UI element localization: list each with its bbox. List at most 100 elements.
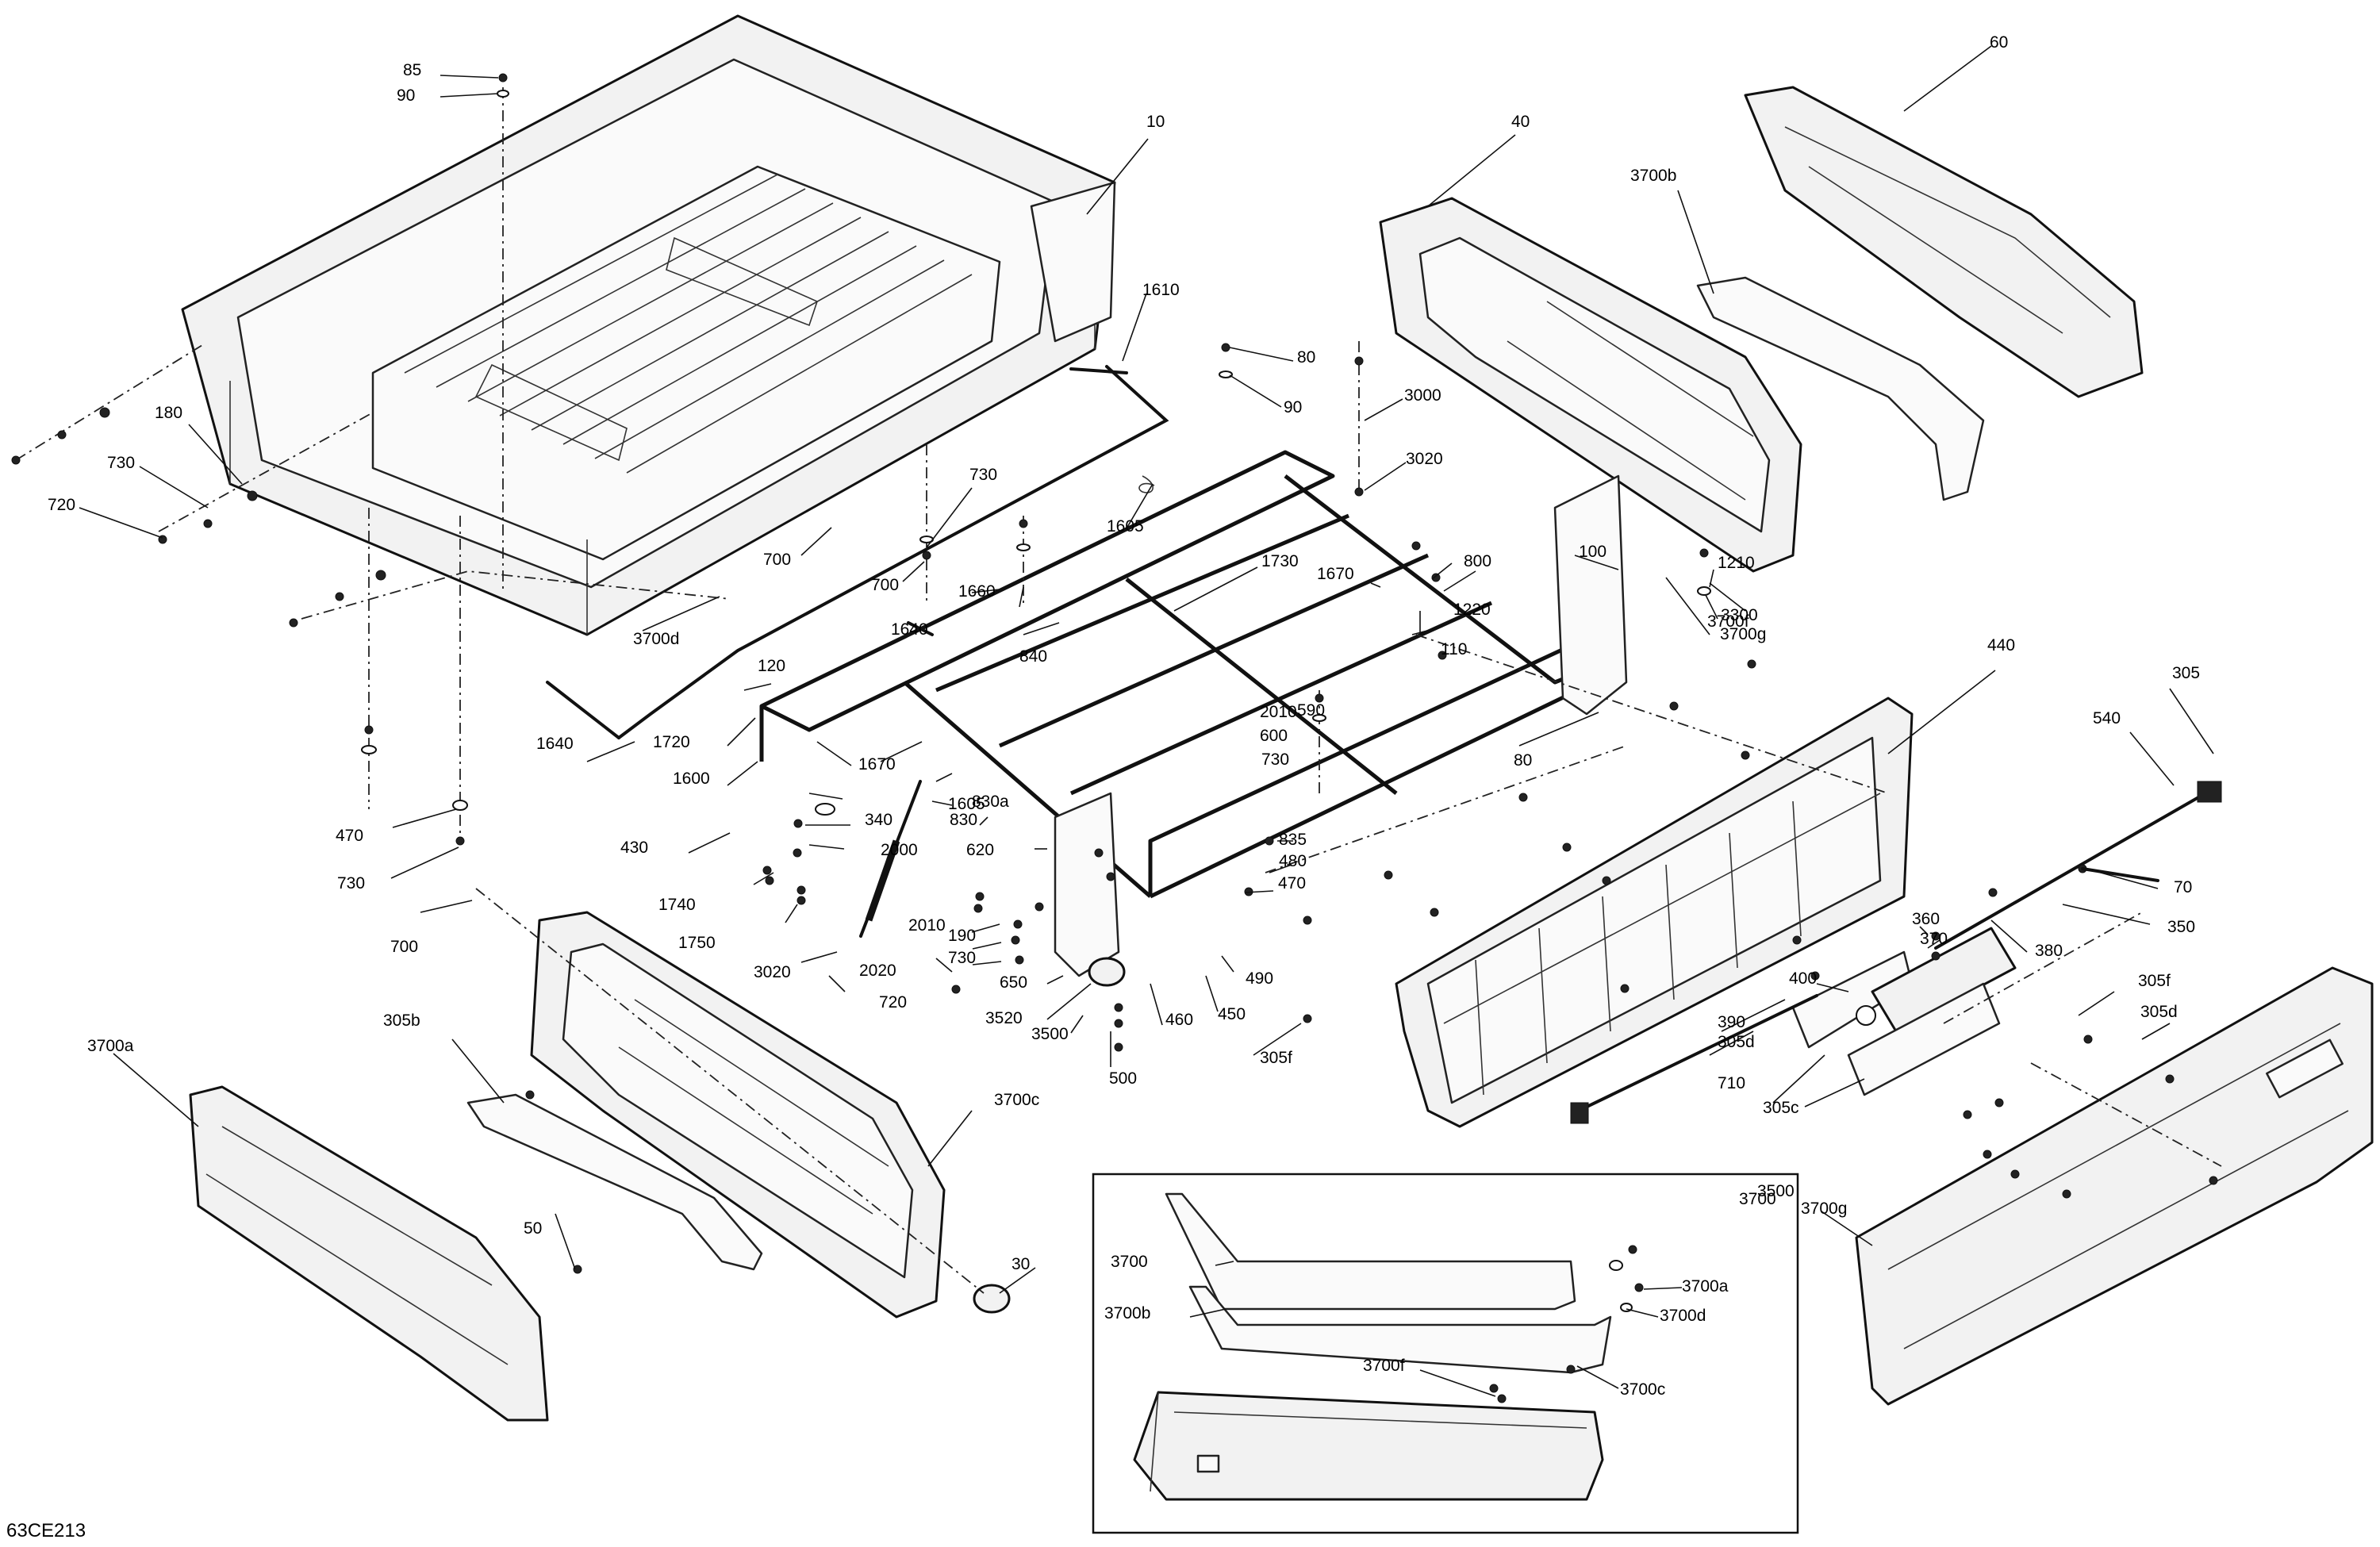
- side-panel-50: [189, 1085, 549, 1422]
- callout-3700f: 3700f: [1707, 612, 1749, 631]
- callout-305c: 305c: [1763, 1099, 1799, 1117]
- callout-1660: 1660: [958, 582, 996, 601]
- callout-1640: 1640: [891, 620, 928, 639]
- trim-3700b: [1696, 276, 1985, 501]
- callout-480: 480: [1279, 852, 1307, 870]
- bed-frame: [759, 450, 1628, 977]
- callout-3700b: 3700b: [1104, 1304, 1150, 1322]
- reference-code: 63CE213: [6, 1520, 86, 1541]
- callout-540: 540: [2093, 709, 2121, 727]
- callout-3700c: 3700c: [994, 1091, 1039, 1109]
- callout-2010: 2010: [908, 916, 946, 935]
- callout-80: 80: [1297, 348, 1315, 367]
- callout-490: 490: [1246, 969, 1273, 988]
- callout-1220: 1220: [1453, 601, 1491, 619]
- callout-835: 835: [1279, 831, 1307, 849]
- callout-430: 430: [620, 839, 648, 857]
- callout-305f: 305f: [1260, 1049, 1292, 1067]
- callout-360: 360: [1912, 910, 1940, 928]
- callout-305d: 305d: [1718, 1033, 1755, 1051]
- callout-1670: 1670: [1317, 565, 1354, 583]
- callout-620: 620: [966, 841, 994, 859]
- callout-450: 450: [1218, 1005, 1246, 1023]
- callout-305: 305: [2172, 664, 2200, 682]
- callout-470: 470: [336, 827, 363, 845]
- callout-120: 120: [758, 657, 785, 675]
- callout-2000: 2000: [881, 841, 918, 859]
- callout-3020: 3020: [754, 963, 791, 981]
- callout-2020: 2020: [859, 962, 896, 980]
- callout-3500: 3500: [1031, 1025, 1069, 1043]
- callout-3500: 3500: [1757, 1182, 1795, 1200]
- callout-720: 720: [879, 993, 907, 1012]
- callout-710: 710: [1718, 1074, 1745, 1092]
- callout-180: 180: [155, 404, 182, 422]
- tailgate-outer-300: [1855, 966, 2374, 1406]
- callout-3700c: 3700c: [1620, 1380, 1665, 1399]
- callout-305d: 305d: [2140, 1003, 2178, 1021]
- callout-700: 700: [763, 551, 791, 569]
- callout-1670: 1670: [858, 755, 896, 774]
- assembly-lines: [15, 87, 2222, 1294]
- callout-90: 90: [397, 86, 415, 105]
- callout-2010: 2010: [1260, 703, 1297, 721]
- callout-470: 470: [1278, 874, 1306, 892]
- callout-labels: 8590101610809030003020403700b60180730720…: [6, 33, 2200, 1541]
- side-panel-40: [1379, 197, 1802, 573]
- callout-730: 730: [107, 454, 135, 472]
- callout-80: 80: [1514, 751, 1532, 770]
- callout-720: 720: [48, 496, 75, 514]
- callout-730: 730: [337, 874, 365, 892]
- inset-3700: [1092, 1173, 1799, 1534]
- callout-100: 100: [1579, 543, 1606, 561]
- callout-3700g: 3700g: [1801, 1200, 1847, 1218]
- tailgate-frame-305: [1395, 697, 1914, 1128]
- callout-340: 340: [865, 811, 892, 829]
- callout-1740: 1740: [658, 896, 696, 914]
- callout-350: 350: [2167, 918, 2195, 936]
- callout-3000: 3000: [1404, 386, 1441, 405]
- callout-700: 700: [390, 938, 418, 956]
- callout-3700: 3700: [1111, 1253, 1148, 1271]
- callout-700: 700: [871, 576, 899, 594]
- callout-730: 730: [969, 466, 997, 484]
- callout-600: 600: [1260, 727, 1288, 745]
- callout-1605: 1605: [948, 795, 985, 813]
- side-panel-60: [1744, 86, 2144, 398]
- callout-90: 90: [1284, 398, 1302, 416]
- callout-305f: 305f: [2138, 972, 2171, 990]
- callout-1720: 1720: [653, 733, 690, 751]
- callout-60: 60: [1990, 33, 2008, 52]
- inset-title: 3700: [1739, 1190, 1776, 1208]
- callout-110: 110: [1441, 640, 1467, 658]
- callout-830: 830: [950, 811, 977, 829]
- callout-460: 460: [1165, 1011, 1193, 1029]
- callout-3700g: 3700g: [1720, 625, 1766, 643]
- callout-370: 370: [1920, 930, 1948, 948]
- callout-40: 40: [1511, 113, 1530, 131]
- callout-1640: 1640: [536, 735, 574, 753]
- callout-10: 10: [1146, 113, 1165, 131]
- callout-3700d: 3700d: [633, 630, 679, 648]
- callout-3700b: 3700b: [1630, 167, 1676, 185]
- callout-3300: 3300: [1721, 606, 1758, 624]
- latch-assembly: [1570, 781, 2222, 1124]
- callout-190: 190: [948, 927, 976, 945]
- callout-730: 730: [1261, 750, 1289, 769]
- callout-400: 400: [1789, 969, 1817, 988]
- callout-1605: 1605: [1107, 517, 1144, 536]
- callout-1730: 1730: [1261, 552, 1299, 570]
- callout-1210: 1210: [1718, 554, 1755, 572]
- gas-strut: [859, 780, 922, 938]
- callout-305b: 305b: [383, 1012, 420, 1030]
- rods: [546, 365, 1169, 739]
- callout-590: 590: [1297, 701, 1325, 720]
- callout-830a: 830a: [972, 793, 1009, 811]
- callout-1600: 1600: [673, 770, 710, 788]
- callout-3520: 3520: [985, 1009, 1023, 1027]
- callout-1610: 1610: [1142, 281, 1180, 299]
- callout-3700a: 3700a: [1682, 1277, 1729, 1296]
- callout-500: 500: [1109, 1069, 1137, 1088]
